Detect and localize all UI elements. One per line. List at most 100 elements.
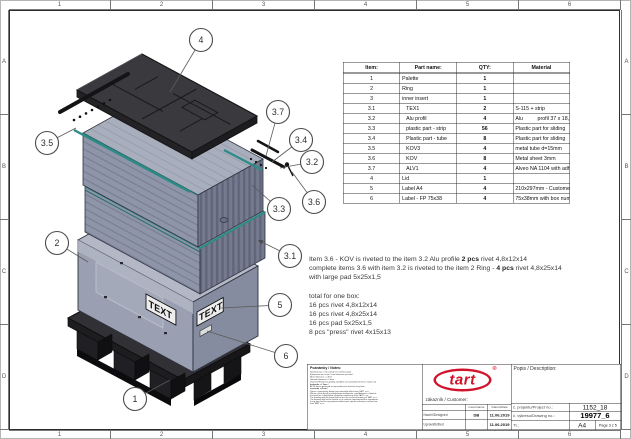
edited-label: Upravil/Edited <box>423 420 466 430</box>
balloon-3-6: 3.6 <box>301 189 327 215</box>
ruler-col: 2 <box>111 0 213 10</box>
ruler-right: A B C D <box>621 10 631 430</box>
svg-text:6: 6 <box>284 351 289 361</box>
balloon-3-2: 3.2 <box>299 149 325 175</box>
table-header-row: Item: Part name: QTY: Material <box>342 62 571 74</box>
kov3-tube-right <box>223 148 263 172</box>
ruler-col: 6 <box>519 0 621 10</box>
note-line: 16 pcs pad 5x25x1,5 <box>309 320 372 328</box>
ruler-bottom: 1 2 3 4 5 6 <box>9 430 621 439</box>
edited-date: 11.06.2019 <box>489 422 510 428</box>
balloon-3-7: 3.7 <box>265 99 291 125</box>
svg-text:4: 4 <box>199 35 204 45</box>
svg-text:5: 5 <box>278 300 283 310</box>
ruler-row: C <box>621 220 631 325</box>
ruler-col: 3 <box>213 430 315 439</box>
ruler-row: C <box>0 220 9 325</box>
col-part: Part name: <box>399 62 457 74</box>
ruler-left: A B C D <box>0 10 9 430</box>
ruler-col: 5 <box>417 0 519 10</box>
svg-text:1: 1 <box>133 394 138 404</box>
ruler-col: 1 <box>9 0 111 10</box>
name-col-header: meno/name <box>465 404 489 411</box>
signature-table: meno/name Datum/Date Navrhl/Designed DB … <box>422 404 511 430</box>
note-line: complete items 3.6 with item 3.2 is rive… <box>309 265 562 273</box>
balloon-3-3: 3.3 <box>266 196 292 222</box>
col-qty: QTY: <box>456 62 514 74</box>
balloon-1: 1 <box>122 386 148 412</box>
edited-name <box>465 420 489 430</box>
designed-date: 11.06.2019 <box>488 411 511 420</box>
leader-arrowhead <box>258 240 264 245</box>
notes-block: Poznámky / Notes: Rozměry jsou v mm, pok… <box>308 364 423 430</box>
rivet-icon <box>284 162 294 177</box>
alu-profile-rod <box>58 72 130 114</box>
balloon-3-1: 3.1 <box>277 243 303 269</box>
note-line: 8 pcs "press" rivet 4x15x13 <box>309 329 391 337</box>
ruler-col: 3 <box>213 0 315 10</box>
ruler-col: 6 <box>519 430 621 439</box>
ruler-col: 5 <box>417 430 519 439</box>
fasteners-left <box>58 72 130 122</box>
tl-label: TL: <box>512 420 570 430</box>
customer-label: zákazník / Customer: <box>425 397 468 402</box>
rivet-dots <box>249 157 268 170</box>
designed-name: DB <box>465 410 489 420</box>
balloons: 4 3.7 3.5 3.4 3.2 3.3 3.6 2 3.1 5 6 1 <box>34 27 327 412</box>
col-material: Material <box>512 62 571 74</box>
fasteners-right <box>249 139 294 177</box>
balloon-3-4: 3.4 <box>288 127 314 153</box>
registered-mark: ® <box>492 365 497 372</box>
ruler-col: 4 <box>315 0 417 10</box>
description-cell: Popis / Description: <box>511 365 621 404</box>
note-line: 16 pcs rivet 4,8x25x14 <box>309 311 378 319</box>
svg-text:3.7: 3.7 <box>272 107 284 117</box>
balloon-4: 4 <box>188 27 214 53</box>
logo-cell: tart ® zákazník / Customer: <box>422 365 511 405</box>
tart-logo: tart <box>433 368 492 392</box>
ruler-row: A <box>621 10 631 115</box>
project-no-value: 1152_18 <box>582 403 608 412</box>
svg-text:3.4: 3.4 <box>295 135 307 145</box>
svg-text:3.2: 3.2 <box>306 157 318 167</box>
ruler-top: 1 2 3 4 5 6 <box>9 0 621 10</box>
ruler-col: 1 <box>9 430 111 439</box>
svg-text:3.3: 3.3 <box>273 204 285 214</box>
svg-text:3.1: 3.1 <box>284 251 296 261</box>
drawing-no-value: 19977_6 <box>580 411 610 421</box>
label-fp-small <box>199 324 212 337</box>
balloon-3-5: 3.5 <box>34 130 60 156</box>
rivet-dots <box>72 98 112 122</box>
sheet-format: A4 <box>570 420 596 430</box>
designed-label: Navrhl/Designed <box>422 410 466 420</box>
ruler-row: D <box>0 325 9 430</box>
date-col-header: Datum/Date <box>488 405 511 411</box>
ruler-row: B <box>0 115 9 220</box>
page-number: Page 3 z 5 <box>598 422 617 428</box>
ruler-col: 4 <box>315 430 417 439</box>
note-line: 16 pcs rivet 4,8x12x14 <box>309 301 378 309</box>
note-line: Item 3.6 - KOV is riveted to the item 3.… <box>309 256 527 263</box>
project-no-label: č. projektu/Project no.: <box>512 403 570 412</box>
kov3-tube-left <box>73 128 191 194</box>
svg-text:2: 2 <box>55 238 60 248</box>
notes-title: Poznámky / Notes: <box>310 366 342 371</box>
lid-pattern <box>110 76 231 132</box>
drawing-no-label: č. výkresu/Drawing no.: <box>512 411 570 421</box>
ruler-row: A <box>0 10 9 115</box>
ruler-col: 2 <box>111 430 213 439</box>
balloon-5: 5 <box>267 292 293 318</box>
